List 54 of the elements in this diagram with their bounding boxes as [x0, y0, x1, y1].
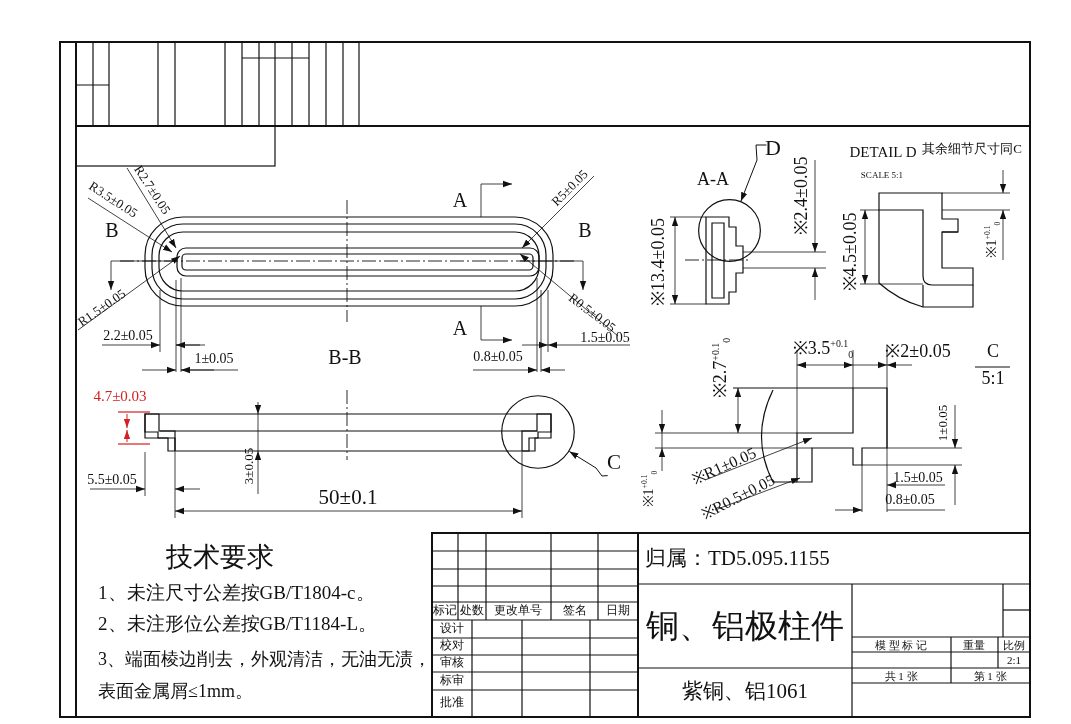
dimension-label: 1.5±0.05 [893, 470, 943, 486]
view-label: SCALE 5:1 [860, 171, 904, 181]
dimension-label: 0.8±0.05 [473, 349, 523, 365]
title-block-text: 标记 [433, 604, 457, 618]
title-block-text: 标审 [440, 674, 464, 688]
title-block-text: 签名 [563, 604, 587, 618]
note-text: 其余细节尺寸同C [922, 141, 1022, 157]
view-label: B [578, 219, 592, 241]
dimension-label: 2.2±0.05 [103, 328, 153, 344]
view-label: A [452, 317, 468, 339]
dimension-label: ※13.4±0.05 [649, 218, 669, 306]
dimension-label: 4.7±0.03 [93, 387, 147, 405]
title-block-text: 共 1 张 [884, 669, 918, 683]
view-label: C [987, 342, 999, 362]
title-block-text: 处数 [460, 604, 484, 618]
view-label: B [105, 219, 119, 241]
view-label: A [452, 189, 468, 211]
view-label: C [607, 451, 621, 475]
dimension-label: ※2.4±0.05 [792, 156, 812, 236]
view-label: D [765, 135, 781, 161]
title-block-text: 铜、铝极柱件 [646, 607, 844, 645]
title-block-text: 模 型 标 记 [874, 638, 928, 652]
note-text: 2、未注形位公差按GB/T1184-L。 [98, 614, 377, 635]
dimension-label: 3±0.05 [241, 447, 257, 485]
heading: 技术要求 [166, 543, 274, 573]
leader-line [568, 451, 609, 477]
title-block-text: 日期 [606, 604, 630, 618]
title-block-text: 2:1 [1006, 653, 1022, 667]
dimension-label: 1±0.05 [194, 351, 234, 367]
leader-line [740, 144, 767, 202]
note-text: 3、端面棱边削去，外观清洁，无油无渍，表面金属屑≤1mm。 [98, 648, 432, 703]
dimension-label: ※4.5±0.05 [841, 212, 861, 292]
detail-circle [698, 199, 761, 262]
dimension-label: 0.8±0.05 [885, 492, 935, 508]
note-text: 1、未注尺寸公差按GB/T1804-c。 [98, 583, 375, 604]
title-block-text: 比例 [1003, 638, 1025, 652]
dimension-label: 50±0.1 [318, 486, 378, 510]
view-label: B-B [328, 346, 362, 368]
dimension-label: 5.5±0.05 [87, 472, 137, 488]
title-block-text: 校对 [440, 639, 464, 653]
detail-circle [501, 395, 575, 469]
title-block-text: 批准 [440, 696, 464, 710]
view-label: DETAIL D [849, 143, 917, 161]
title-block-text: 归属：TD5.095.1155 [645, 547, 830, 571]
title-block-text: 设计 [440, 622, 464, 636]
title-block-text: 更改单号 [494, 604, 542, 618]
dimension-label: ※2±0.05 [885, 342, 951, 362]
title-block-text: 第 1 张 [973, 669, 1007, 683]
title-block-text: 重量 [963, 638, 985, 652]
title-block-text: 紫铜、铝1061 [682, 680, 808, 704]
dimension-label: 1±0.05 [935, 404, 951, 442]
view-label: 5:1 [981, 369, 1005, 389]
title-block-text: 审核 [440, 656, 464, 670]
view-label: A-A [697, 170, 729, 190]
